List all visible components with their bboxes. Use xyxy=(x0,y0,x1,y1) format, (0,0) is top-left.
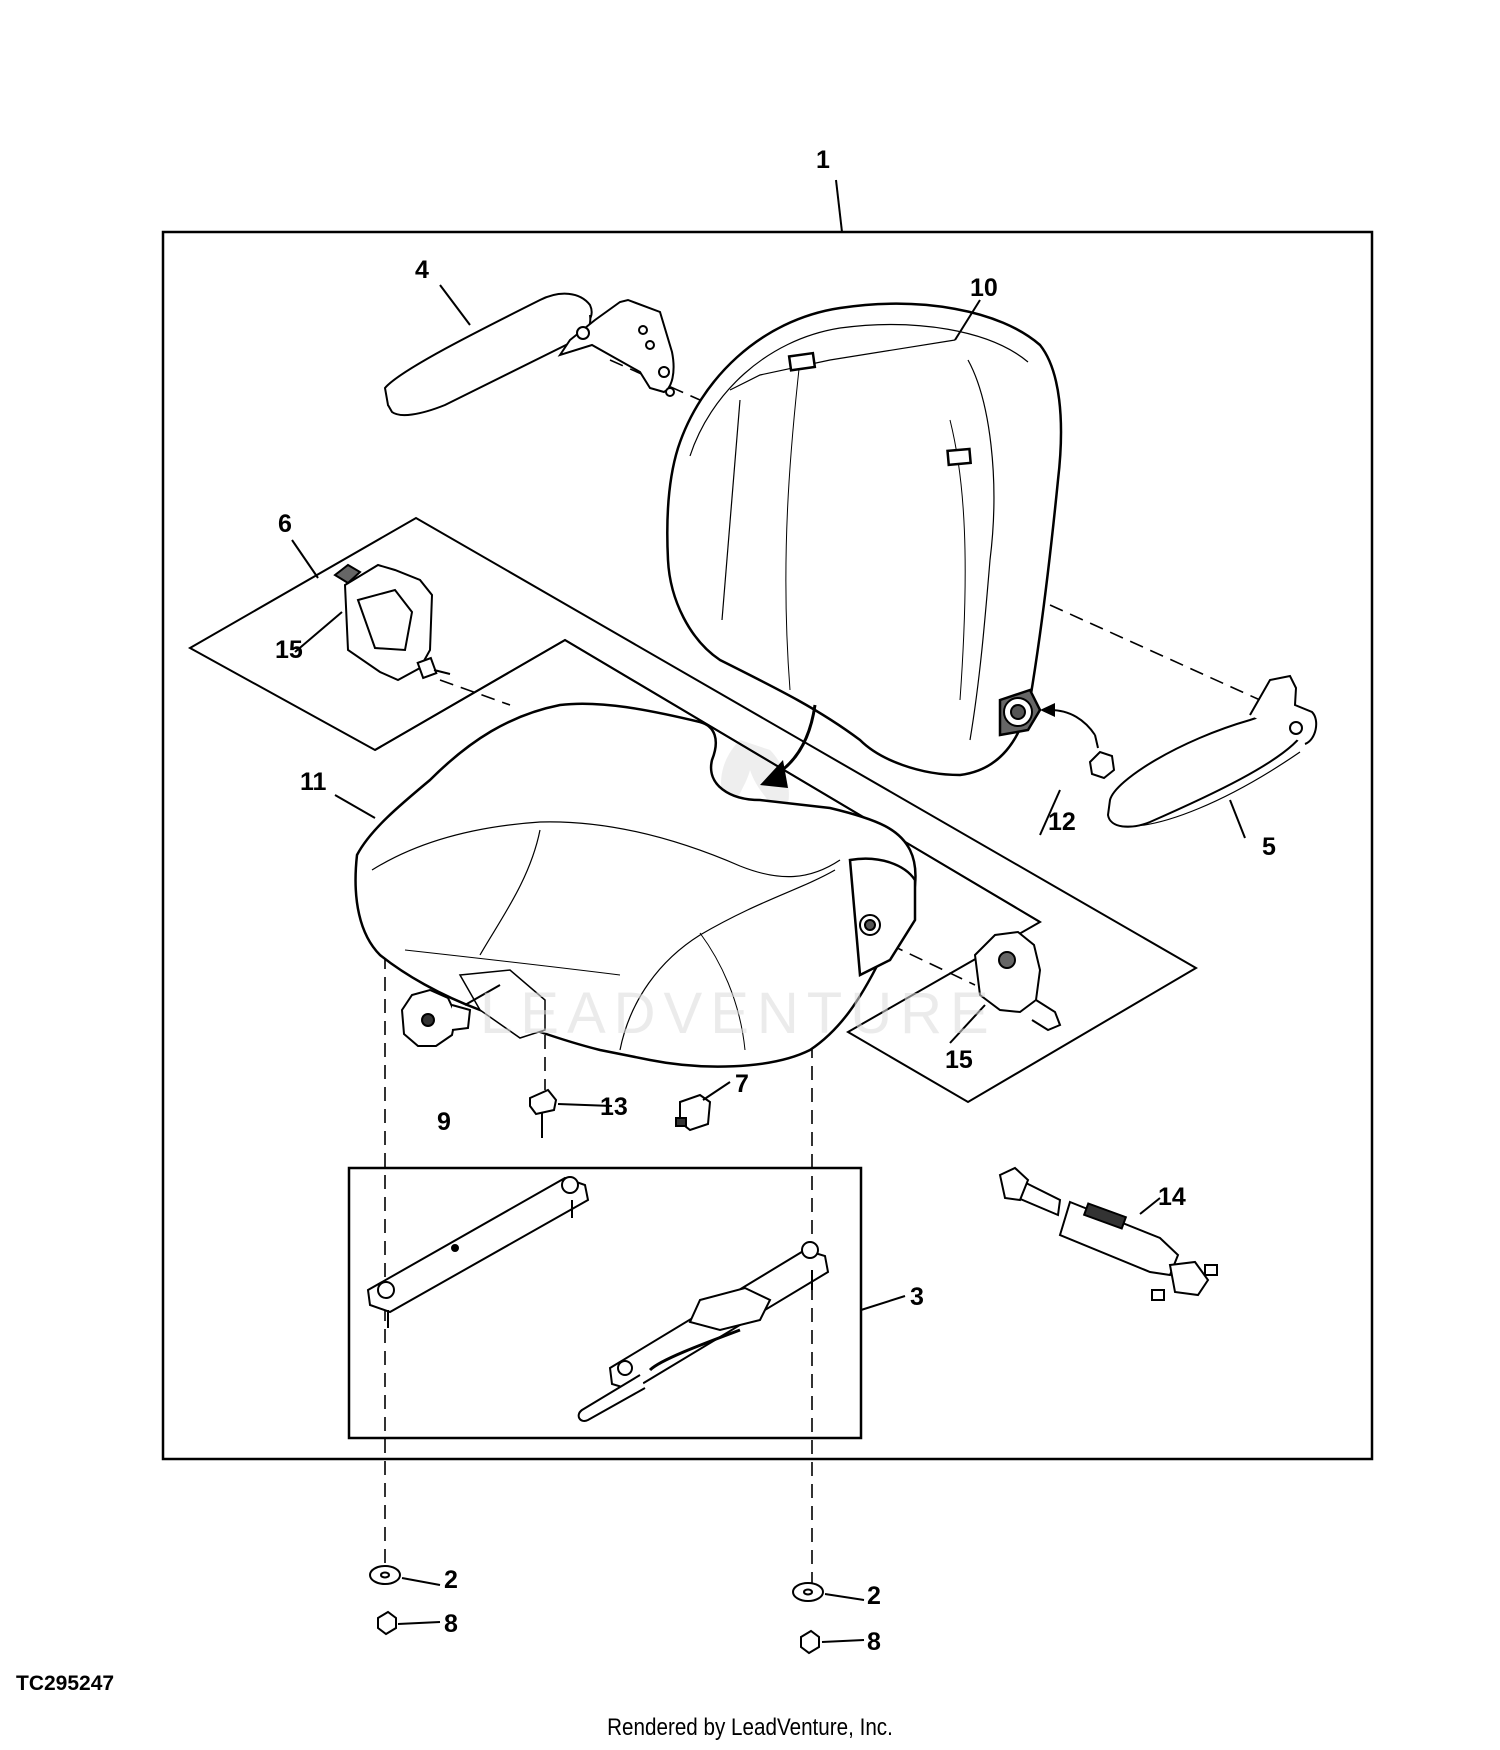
callout-3: 3 xyxy=(910,1283,924,1311)
callout-12: 12 xyxy=(1048,808,1076,836)
rails-box xyxy=(347,1166,863,1440)
washer-right-icon xyxy=(792,1582,824,1602)
rail-right-icon xyxy=(577,1241,830,1422)
callout-8-left: 8 xyxy=(444,1610,458,1638)
callout-4: 4 xyxy=(415,256,429,284)
callout-11: 11 xyxy=(300,768,327,796)
callout-1: 1 xyxy=(816,146,830,174)
callout-10: 10 xyxy=(970,274,998,302)
figure-id: TC295247 xyxy=(16,1672,115,1695)
armrest-left-icon xyxy=(383,292,675,417)
seat-back-icon xyxy=(666,302,1063,777)
bolt-icon xyxy=(1088,734,1116,780)
pin-icon xyxy=(529,1088,558,1138)
credit-line: Rendered by LeadVenture, Inc. xyxy=(607,1714,893,1741)
gas-spring-icon xyxy=(998,1166,1218,1301)
callout-2-left: 2 xyxy=(444,1566,458,1594)
callout-15-upper: 15 xyxy=(275,636,303,664)
rail-left-icon xyxy=(366,1176,590,1328)
callout-9: 9 xyxy=(437,1108,451,1136)
clip-icon xyxy=(675,1093,712,1132)
assembly-frame xyxy=(161,230,1374,1461)
knob-icon xyxy=(400,988,472,1047)
callout-6: 6 xyxy=(278,510,292,538)
seat-cushion-icon xyxy=(354,702,917,1068)
buckle-lower-icon xyxy=(973,930,1062,1032)
armrest-right-icon xyxy=(1106,674,1318,828)
washer-left-icon xyxy=(369,1565,401,1585)
knob-back-icon xyxy=(1003,697,1033,727)
callout-2-right: 2 xyxy=(867,1582,881,1610)
callout-15-lower: 15 xyxy=(945,1046,973,1074)
callout-5: 5 xyxy=(1262,833,1276,861)
buckle-upper-icon xyxy=(333,563,451,682)
callout-7: 7 xyxy=(735,1070,749,1098)
nut-left-icon xyxy=(377,1610,397,1636)
callout-13: 13 xyxy=(600,1093,628,1121)
watermark-text: LEADVENTURE xyxy=(480,981,997,1046)
knob-cushion-icon xyxy=(859,914,881,936)
callout-14: 14 xyxy=(1158,1183,1186,1211)
callout-8-right: 8 xyxy=(867,1628,881,1656)
nut-right-icon xyxy=(800,1629,820,1655)
